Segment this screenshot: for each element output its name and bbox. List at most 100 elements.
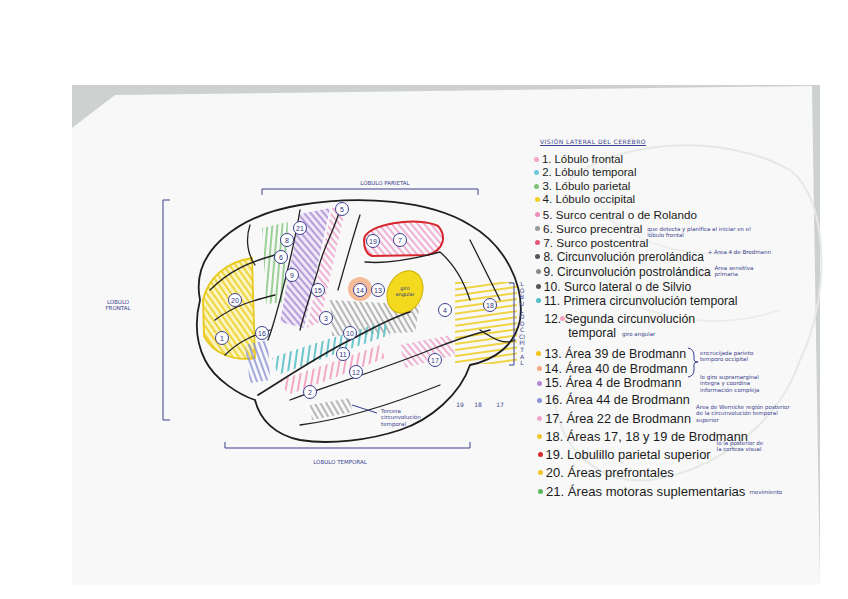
legend-swatch [536, 284, 541, 289]
legend-item: 21. Áreas motoras suplementarias [546, 484, 745, 500]
legend-text: 14. Área 40 de Brodmann [545, 362, 688, 376]
legend-text: 16. Área 44 de Brodmann [545, 393, 690, 407]
legend-swatch [534, 170, 539, 175]
legend-item: 7. Surco postcentral [543, 236, 648, 250]
occipital-bracket [509, 283, 514, 365]
legend-swatch [535, 226, 540, 231]
legend-swatch [537, 434, 542, 439]
legend-text: 17. Área 22 de Brodmann [545, 411, 691, 426]
callout-number: 5 [340, 206, 344, 213]
temporal-sulcus [290, 330, 490, 400]
legend-item: 17. Área 22 de Brodmann [545, 411, 691, 426]
legend-item: 10. Surco lateral o de Silvio [544, 280, 691, 295]
callout-number: 19 [369, 238, 377, 245]
callout-number: 14 [356, 287, 364, 294]
callout-circle: 2 [303, 385, 317, 399]
callout-circle: 6 [274, 250, 288, 264]
photo-background [72, 85, 820, 585]
legend-text: 2. Lóbulo temporal [542, 166, 636, 178]
legend-text: 8. Circunvolución prerolándica [543, 250, 703, 264]
frontal-sulcus [210, 255, 275, 290]
frontal-sulcus [215, 295, 275, 320]
lobe-name: LÓBULO FRONTAL [97, 299, 139, 312]
legend-swatch [535, 254, 540, 259]
legend-swatch [538, 489, 543, 494]
callout-circle: 15 [311, 283, 325, 297]
brain-outline [197, 200, 521, 442]
legend-swatch [534, 184, 539, 189]
annotation: Área sensitiva primaria [715, 265, 775, 278]
annotation: que detecta y planifica al iniciar en el… [647, 226, 757, 239]
legend-item: 20. Áreas prefrontales [546, 465, 674, 481]
legend-item: 8. Circunvolución prerolándica [543, 250, 703, 264]
legend-item: 2. Lóbulo temporal [542, 166, 636, 180]
second-temporal-gyrus [280, 345, 385, 395]
legend-text: 1. Lóbulo frontal [542, 153, 623, 165]
lobe-name: LÓBULO TEMPORAL [313, 459, 367, 465]
callout-number: 13 [374, 287, 382, 294]
area-40-spot [348, 277, 372, 301]
legend-item: 3. Lóbulo parietal [542, 180, 630, 194]
callout-circle: 14 [353, 283, 367, 297]
postcentral-sulcus [338, 215, 360, 290]
callout-circle: 8 [280, 233, 294, 247]
legend-brace [688, 348, 698, 377]
central-sulcus [300, 203, 342, 330]
legend-text: 4. Lóbulo occipital [543, 193, 636, 205]
callout-circle: 7 [393, 233, 407, 247]
legend-text: 9. Circunvolución postrolándica [544, 265, 711, 279]
occipital-region [455, 282, 517, 364]
callout-circle: 9 [285, 268, 299, 282]
callout-number: 3 [324, 315, 328, 322]
legend-text: 7. Surco postcentral [543, 236, 648, 250]
annotation: Tercera circunvolución temporal [381, 408, 441, 427]
callout-number: 16 [258, 330, 266, 337]
occipital-sulcus [480, 330, 515, 342]
area-number: 17 [496, 402, 504, 409]
annotation: lo la posterior de la corteza visual [717, 440, 767, 453]
callout-number: 4 [443, 307, 447, 314]
callout-circle: 21 [293, 221, 307, 235]
callout-number: 18 [486, 302, 494, 309]
frontal-bracket [163, 200, 170, 420]
legend-swatch [536, 351, 541, 356]
annotation: movimiento [749, 489, 809, 495]
callout-number: 2 [308, 389, 312, 396]
legend-swatch [534, 157, 539, 162]
callout-circle: 1 [215, 331, 229, 345]
annotation: encrucijada parieto temporo occipital [700, 350, 775, 363]
legend-swatch [536, 298, 541, 303]
legend-text: 6. Surco precentral [543, 222, 642, 235]
legend-item: 4. Lóbulo occipital [543, 193, 636, 207]
legend-item: 13. Área 39 de Brodmann [544, 347, 686, 362]
legend-swatch [535, 212, 540, 217]
region-name: giro angular [391, 286, 419, 298]
callout-number: 21 [296, 225, 304, 232]
legend-item: 5. Surco central o de Rolando [543, 208, 697, 222]
callout-circle: 18 [483, 298, 497, 312]
temporal-bracket [225, 442, 470, 448]
callout-number: 9 [290, 272, 294, 279]
legend-item: 16. Área 44 de Brodmann [545, 393, 690, 408]
legend-text: 3. Lóbulo parietal [542, 180, 630, 192]
legend-text: 15. Área 4 de Brodmann [545, 376, 682, 390]
legend-swatch [537, 416, 542, 421]
legend-item: 11. Primera circunvolución temporal [544, 294, 738, 309]
legend-item: 6. Surco precentral [543, 222, 642, 236]
legend-swatch [535, 240, 540, 245]
lateral-sulcus [258, 312, 410, 395]
callout-circle: 10 [343, 326, 357, 340]
callout-number: 10 [346, 330, 354, 337]
area-number: 18 [474, 402, 482, 409]
area-44-region [245, 340, 270, 383]
callout-number: 7 [398, 237, 402, 244]
callout-circle: 20 [228, 293, 242, 307]
callout-circle: 13 [371, 283, 385, 297]
annotation: giro angular [622, 331, 655, 337]
occipital-sulcus [470, 240, 500, 300]
legend-text: 5. Surco central o de Rolando [543, 208, 697, 221]
legend-swatch [536, 269, 541, 274]
title: VISIÓN LATERAL DEL CEREBRO [540, 138, 646, 146]
callout-circle: 16 [255, 326, 269, 340]
